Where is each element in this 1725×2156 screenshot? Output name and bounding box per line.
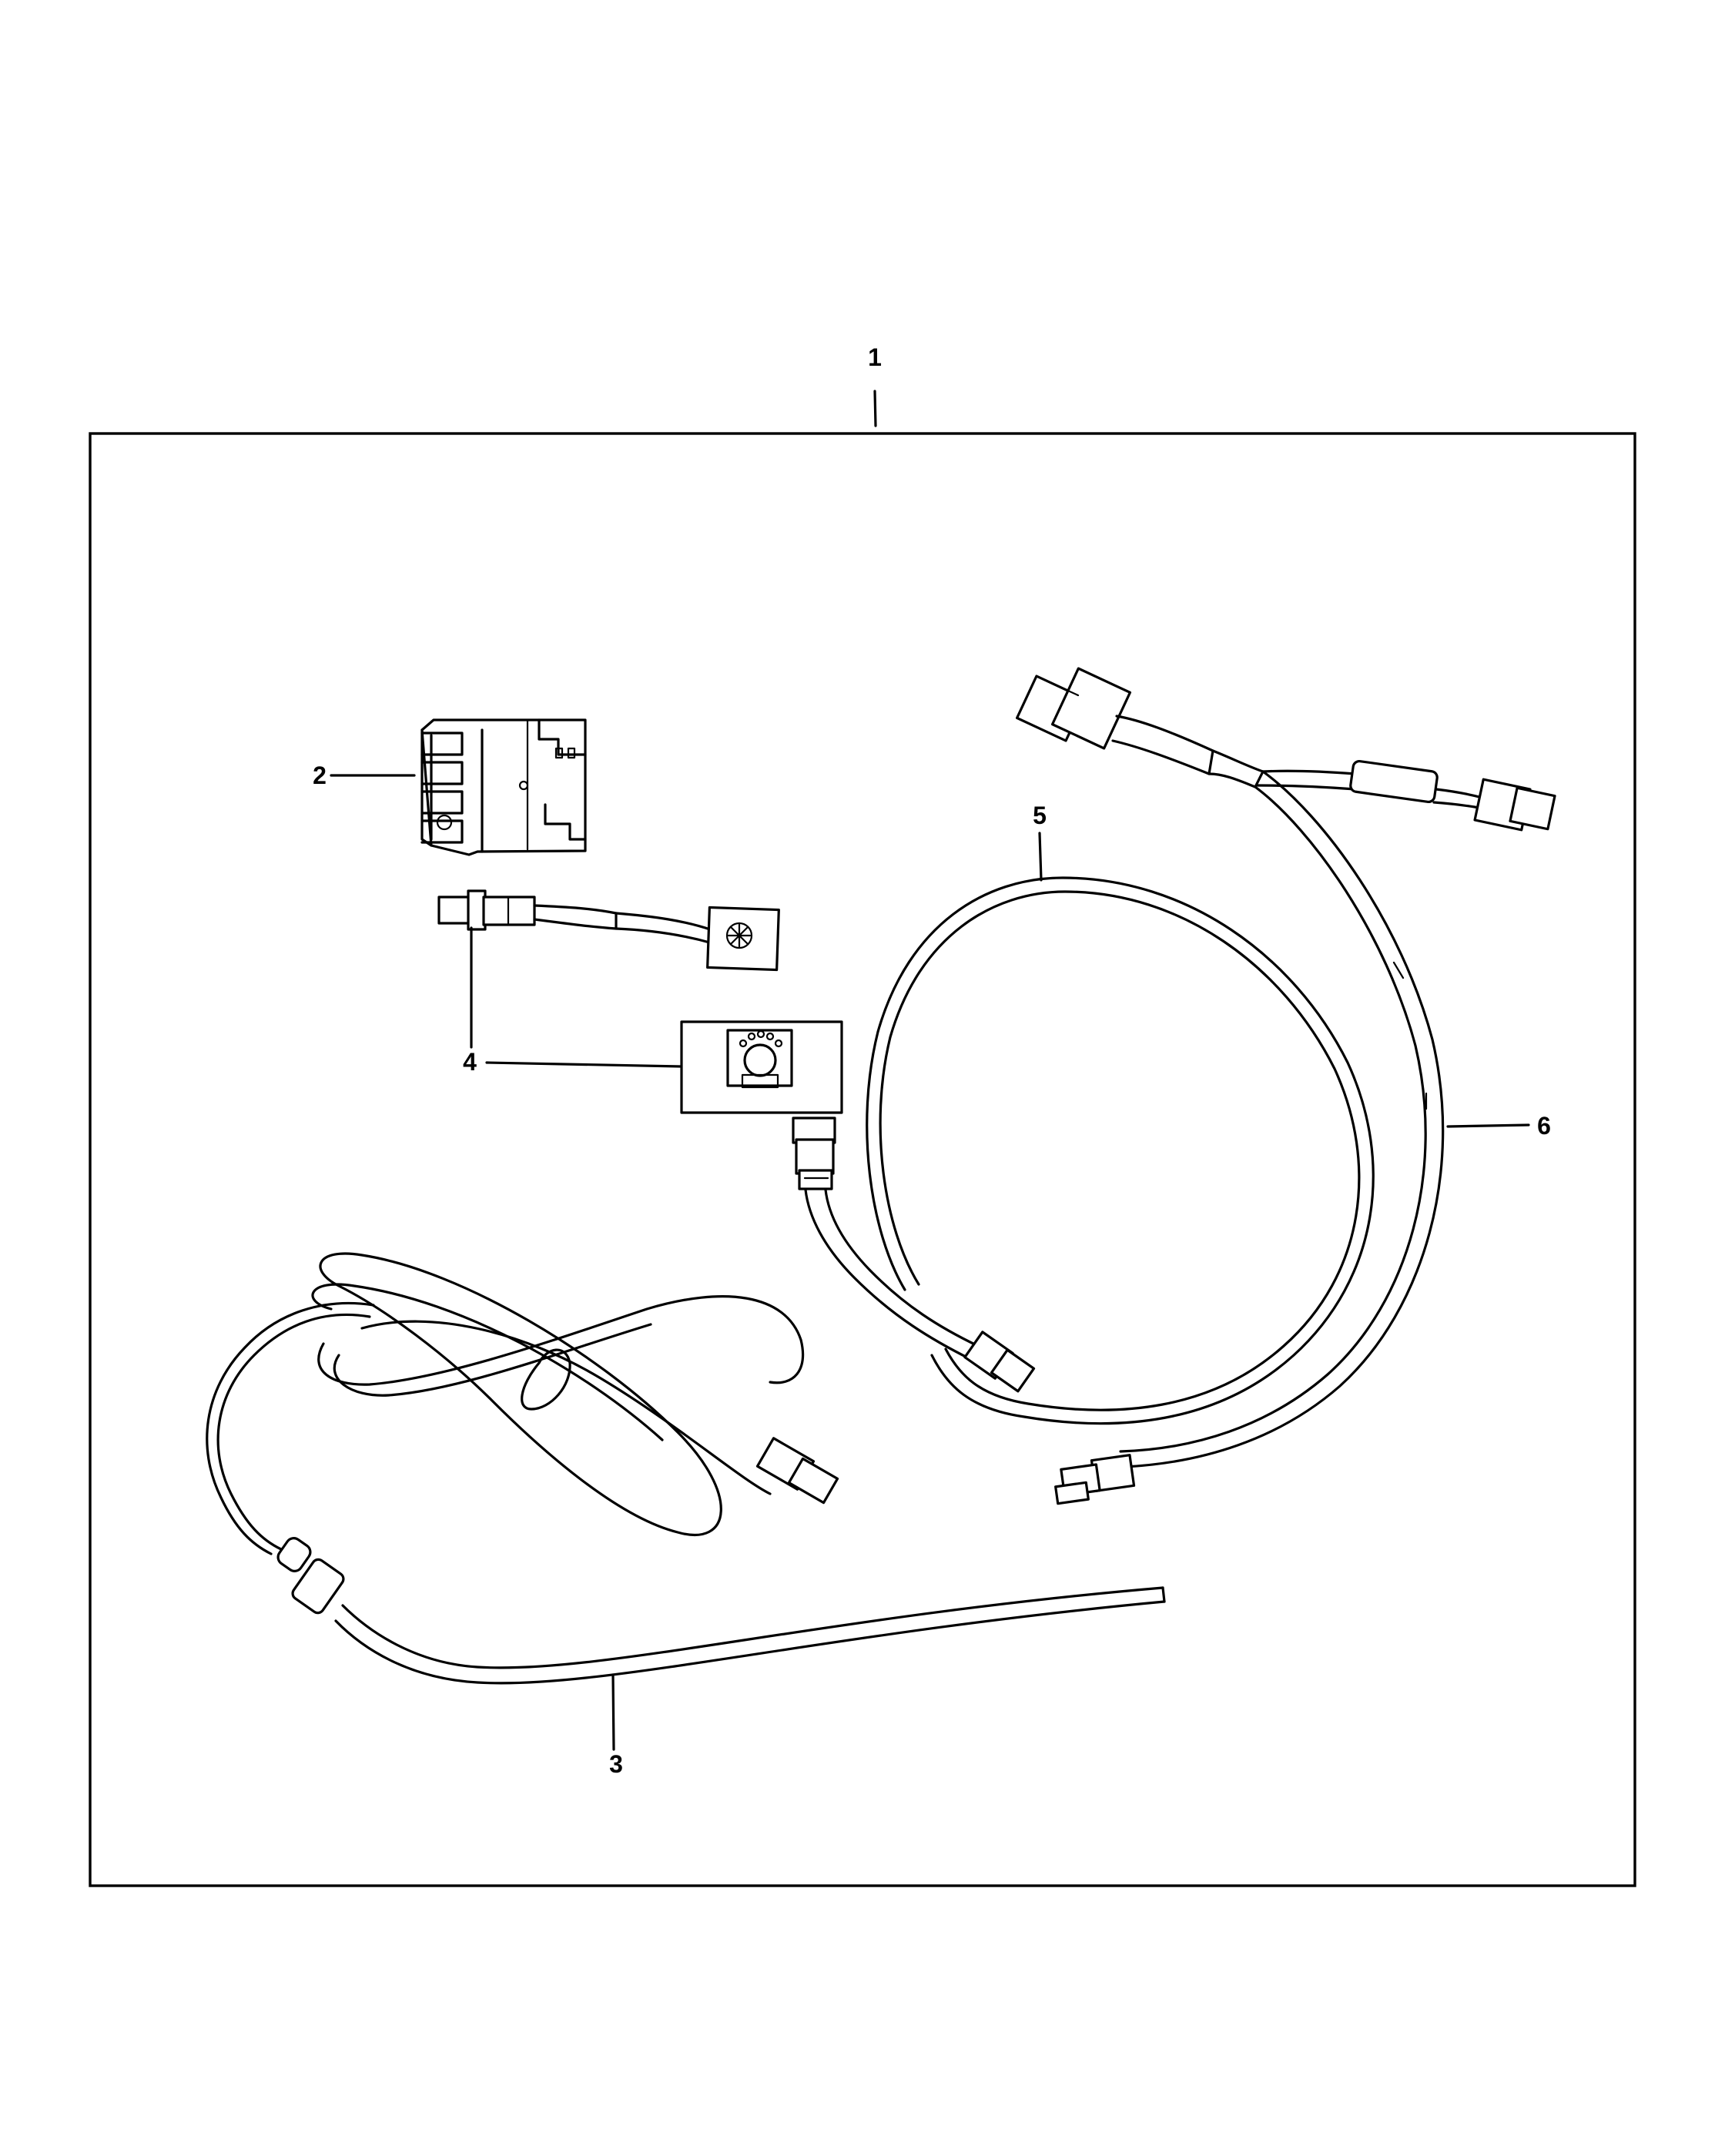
leader-4b (485, 1061, 682, 1068)
callout-6: 6 (1537, 1112, 1551, 1140)
leader-3 (611, 1673, 615, 1751)
part-3-coiled-cable (206, 1252, 1166, 1685)
part-4-switch-panel (680, 1020, 843, 1114)
part-4-switch-pigtail (437, 889, 780, 972)
part-2-connector-block (420, 718, 587, 856)
callout-3: 3 (609, 1750, 623, 1778)
part-6-main-harness (1016, 667, 1556, 1505)
leader-6 (1446, 1123, 1530, 1128)
leader-1 (873, 390, 877, 427)
callout-4: 4 (463, 1048, 477, 1076)
callout-5: 5 (1033, 802, 1047, 829)
callout-2: 2 (313, 762, 327, 789)
kit-frame (89, 432, 1636, 1887)
leader-5 (1038, 832, 1043, 882)
part-5-loop-harness (792, 876, 1375, 1425)
callout-1: 1 (868, 343, 882, 371)
